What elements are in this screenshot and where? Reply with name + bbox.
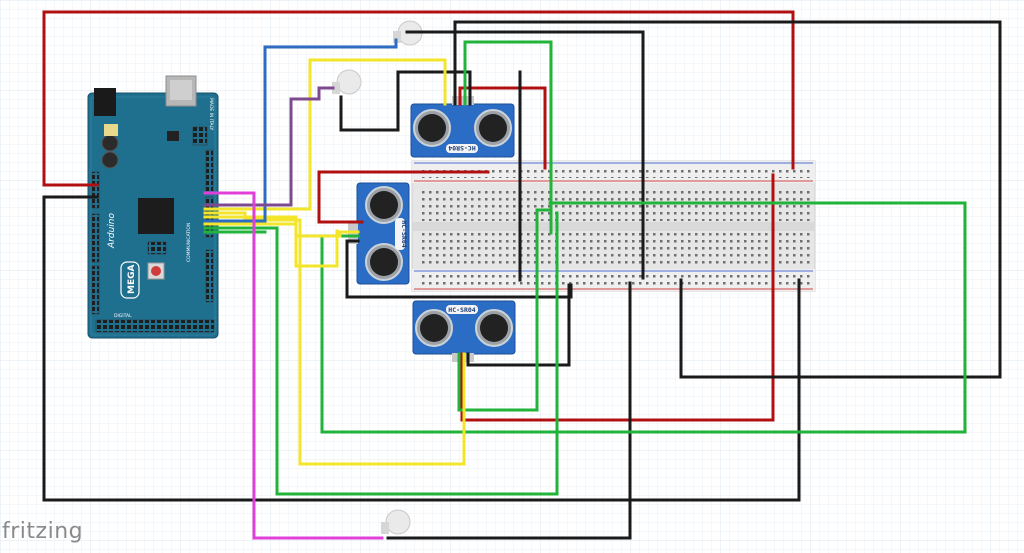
wires (42, 10, 1002, 540)
wire-red (460, 173, 775, 422)
arduino-mega-board: Arduino MEGA MADE IN ITALY COMMUNICATION… (87, 75, 219, 339)
sensor-bottom-model: HC-SR04 (448, 306, 475, 314)
wire-black (405, 30, 645, 280)
sensor-top-model: HC-SR04 (448, 144, 475, 152)
wire-green (463, 40, 553, 235)
wire-green (457, 208, 553, 412)
microcontroller-chip (138, 198, 174, 234)
wire-red (42, 10, 795, 187)
wire-yellow (203, 211, 466, 466)
fritzing-watermark: fritzing (2, 519, 84, 544)
wire-red (458, 86, 547, 170)
wire-red (317, 170, 490, 224)
breadboard (411, 160, 816, 292)
wire-black (339, 70, 472, 132)
mega-label: MEGA (127, 265, 137, 294)
made-in-label: MADE IN ITALY (208, 98, 214, 131)
speaker-middle (332, 69, 362, 95)
wire-magenta (203, 191, 384, 540)
ultrasonic-sensor-bottom: HC-SR04 (412, 300, 516, 362)
wire-black (466, 283, 571, 367)
power-jack (94, 88, 116, 116)
arduino-label: Arduino (107, 213, 117, 249)
wire-black (453, 20, 1002, 379)
speaker-bottom (381, 509, 411, 535)
digital-label: DIGITAL (114, 313, 132, 319)
ultrasonic-sensor-top: HC-SR04 (410, 96, 515, 158)
wire-yellow (203, 222, 360, 238)
wire-yellow (203, 58, 447, 211)
wire-black (386, 281, 632, 540)
wire-black (42, 195, 801, 502)
sensor-left-model: HC-SR04 (400, 220, 408, 247)
wire-purple (203, 86, 335, 207)
wire-blue (203, 38, 398, 223)
wire-black (345, 239, 573, 299)
communication-label: COMMUNICATION (186, 223, 192, 262)
